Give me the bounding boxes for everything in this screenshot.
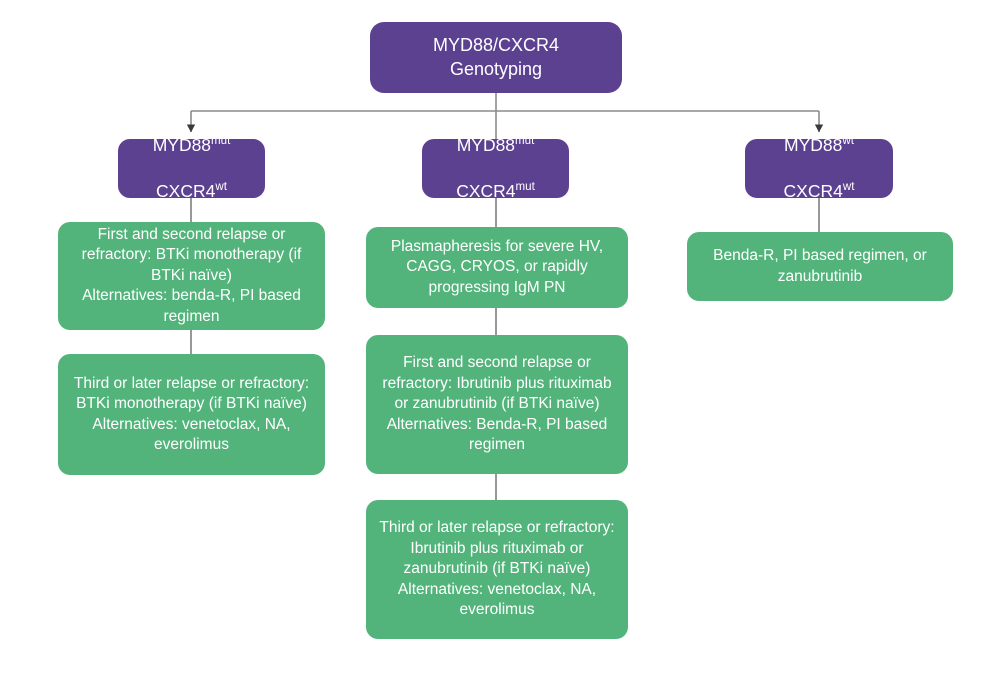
- genotype-text: MYD88wt CXCR4wt: [784, 111, 855, 226]
- gene-status-superscript: mut: [515, 135, 535, 148]
- treatment-node-middle-3[interactable]: Third or later relapse or refractory: Ib…: [366, 500, 628, 639]
- gene-name: CXCR4: [783, 181, 843, 202]
- genotype-node-myd88wt-cxcr4wt[interactable]: MYD88wt CXCR4wt: [745, 135, 893, 201]
- genotype-line-1: MYD88mut: [153, 134, 231, 157]
- treatment-node-left-1[interactable]: First and second relapse or refractory: …: [58, 222, 325, 330]
- gene-status-superscript: mut: [211, 135, 231, 148]
- genotype-line-2: CXCR4wt: [784, 180, 855, 203]
- gene-name: MYD88: [152, 134, 212, 155]
- treatment-node-middle-1[interactable]: Plasmapheresis for severe HV, CAGG, CRYO…: [366, 227, 628, 308]
- gene-status-superscript: mut: [515, 181, 535, 194]
- gene-status-superscript: wt: [842, 135, 854, 148]
- genotype-line-2: CXCR4wt: [153, 180, 231, 203]
- gene-status-superscript: wt: [215, 181, 227, 194]
- gene-name: MYD88: [784, 134, 843, 155]
- gene-name: CXCR4: [456, 181, 516, 202]
- genotype-node-myd88mut-cxcr4wt[interactable]: MYD88mut CXCR4wt: [118, 135, 265, 201]
- genotype-node-myd88mut-cxcr4mut[interactable]: MYD88mut CXCR4mut: [422, 135, 569, 201]
- genotype-text: MYD88mut CXCR4mut: [456, 111, 535, 226]
- treatment-node-middle-2[interactable]: First and second relapse or refractory: …: [366, 335, 628, 474]
- genotype-text: MYD88mut CXCR4wt: [153, 111, 231, 226]
- genotype-line-2: CXCR4mut: [456, 180, 535, 203]
- treatment-node-right-1[interactable]: Benda-R, PI based regimen, or zanubrutin…: [687, 232, 953, 301]
- gene-name: MYD88: [456, 134, 516, 155]
- gene-name: CXCR4: [156, 181, 216, 202]
- root-node-genotyping[interactable]: MYD88/CXCR4 Genotyping: [370, 22, 622, 93]
- genotype-line-1: MYD88wt: [784, 134, 855, 157]
- genotype-line-1: MYD88mut: [456, 134, 535, 157]
- gene-status-superscript: wt: [842, 181, 855, 194]
- treatment-node-left-2[interactable]: Third or later relapse or refractory: BT…: [58, 354, 325, 475]
